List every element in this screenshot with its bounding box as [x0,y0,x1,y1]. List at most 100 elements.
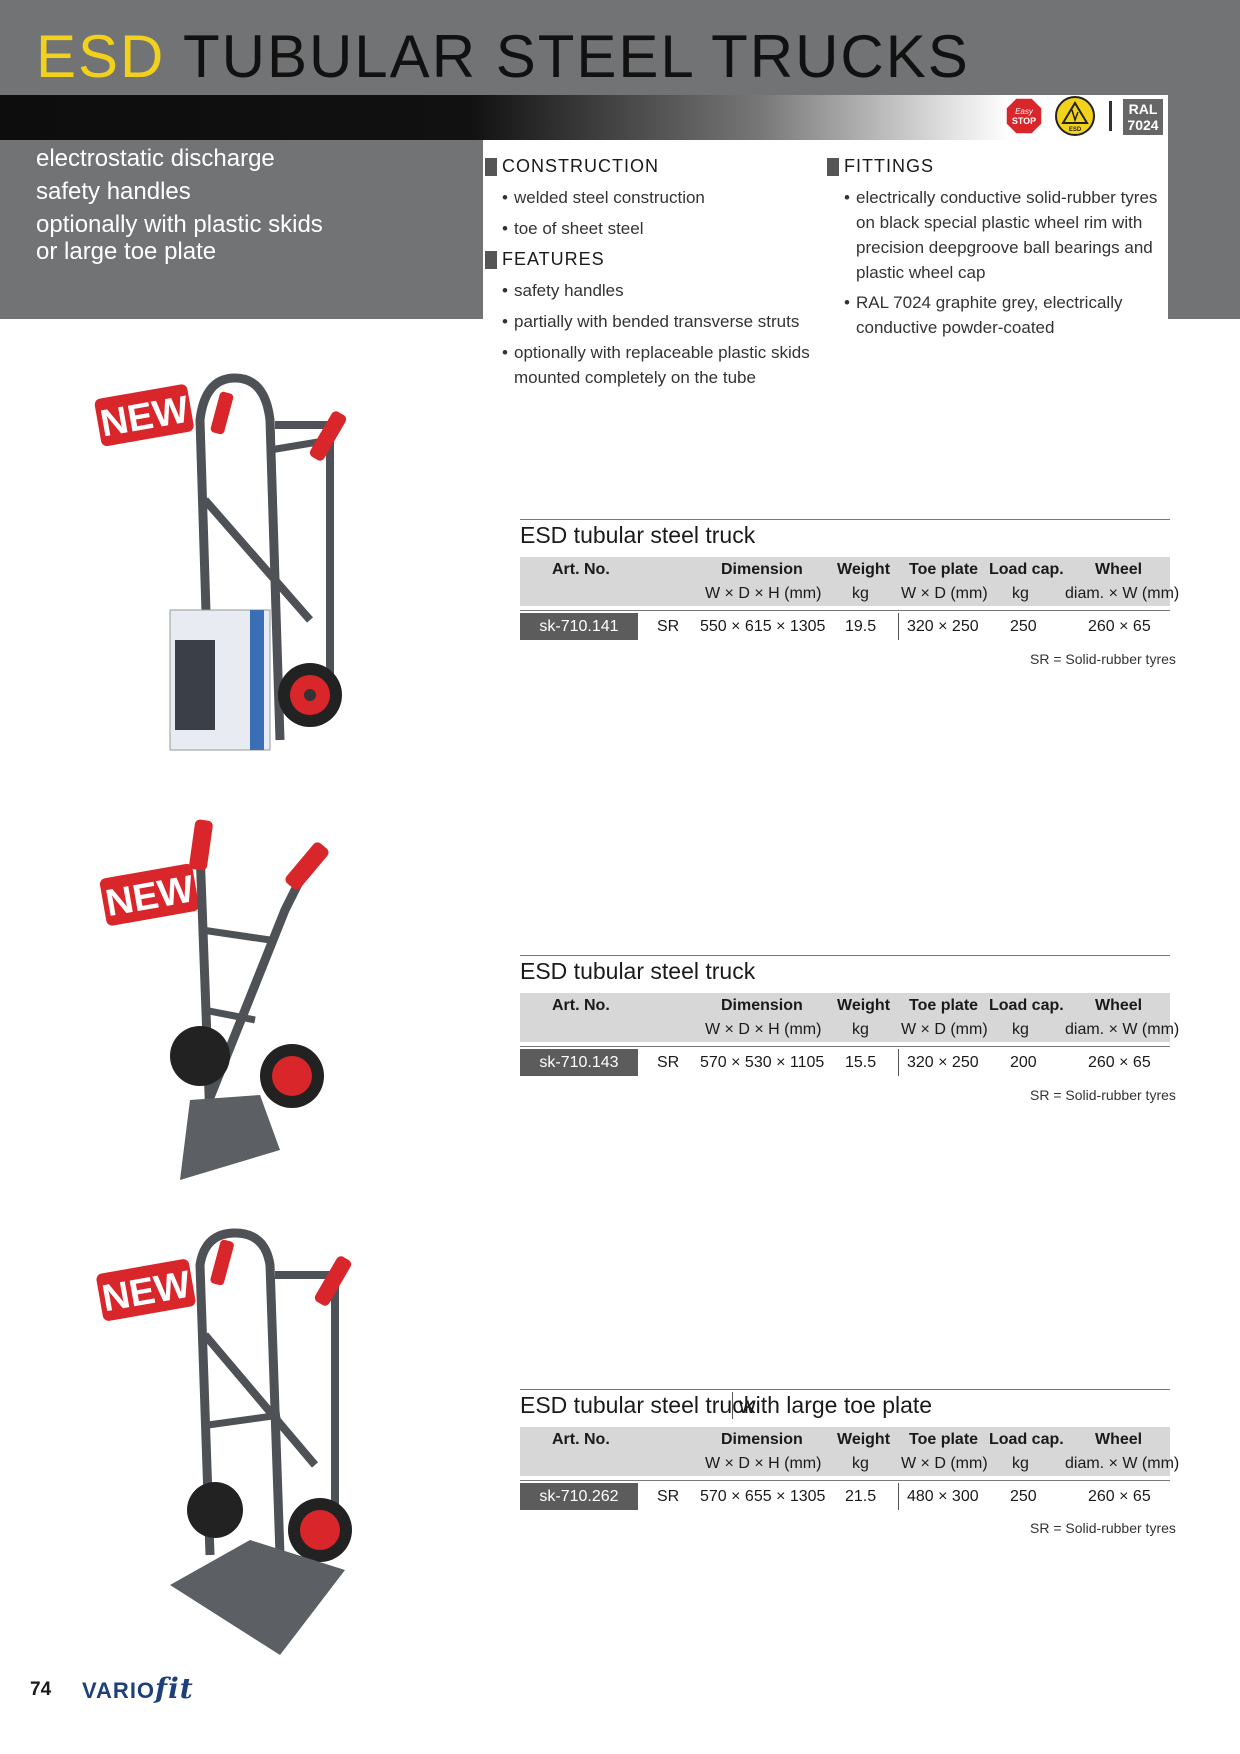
col-weight-unit: kg [852,585,869,602]
ral-code: 7024 [1127,117,1159,133]
table-header [520,993,1170,1042]
svg-text:Easy: Easy [1015,107,1034,116]
title-highlight: ESD [36,23,166,90]
tagline-1: electrostatic discharge [36,145,275,172]
col-wheel-unit: diam. × W (mm) [1065,1021,1180,1038]
col-dimension-unit: W × D × H (mm) [705,585,822,602]
tagline-panel [0,140,483,319]
fittings-item-cont: plastic wheel cap [856,263,986,282]
col-load-cap-unit: kg [1012,1021,1029,1038]
col-dimension: Dimension [721,561,803,578]
load-cap-cell: 250 [1010,1488,1037,1505]
product-image-3: NEW [96,1228,352,1655]
esd-warning-icon: ESD [1055,96,1095,136]
col-load-cap: Load cap. [989,997,1064,1014]
fittings-item-cont: precision deepgroove ball bearings and [856,238,1153,257]
fittings-heading: FITTINGS [844,156,934,176]
product-image-1: NEW [94,373,347,751]
toe-plate-cell: 320 × 250 [907,1054,979,1071]
fittings-item-cont: on black special plastic wheel rim with [856,213,1143,232]
features-item: •partially with bended transverse struts [502,312,800,331]
features-heading: FEATURES [502,249,605,269]
table-header [520,1427,1170,1476]
ral-badge: RAL 7024 [1123,99,1163,135]
fittings-item: •electrically conductive solid-rubber ty… [844,188,1158,207]
art-no-cell: sk-710.141 [520,613,638,640]
construction-heading: CONSTRUCTION [502,156,659,176]
table-note: SR = Solid-rubber tyres [1030,651,1176,667]
col-art-no: Art. No. [552,561,610,578]
row-divider [520,1046,1170,1047]
col-wheel: Wheel [1095,1431,1143,1448]
section-marker [827,158,839,176]
col-wheel: Wheel [1095,561,1143,578]
wheel-cell: 260 × 65 [1088,1488,1151,1505]
construction-item: •toe of sheet steel [502,219,644,238]
features-item-cont: mounted completely on the tube [514,368,756,387]
col-toe-plate: Toe plate [909,561,979,578]
col-weight: Weight [837,1431,891,1448]
row-divider [520,610,1170,611]
col-weight-unit: kg [852,1021,869,1038]
gradient-band [0,95,1240,140]
toe-plate-cell: 320 × 250 [907,618,979,635]
product-divider [520,955,1170,956]
table-header [520,557,1170,606]
tagline-2: safety handles [36,178,191,205]
side-panel [1168,95,1240,319]
ral-label: RAL [1128,101,1158,117]
tyre-cell: SR [657,618,680,635]
row-divider [520,1480,1170,1481]
svg-text:ESD: ESD [1069,127,1082,133]
col-toe-plate-unit: W × D (mm) [901,585,988,602]
product-title: ESD tubular steel truck [520,958,756,984]
weight-cell: 21.5 [845,1488,877,1505]
product-image-2: NEW [99,819,329,1180]
logo-fit: fit [155,1672,194,1705]
tyre-cell: SR [657,1488,680,1505]
wheel-cell: 260 × 65 [1088,1054,1151,1071]
product-divider [520,1389,1170,1390]
col-toe-plate-unit: W × D (mm) [901,1021,988,1038]
dimension-cell: 570 × 655 × 1305 [700,1488,826,1505]
tyre-cell: SR [657,1054,680,1071]
variofit-logo: VARIOfit [82,1672,194,1705]
table-note: SR = Solid-rubber tyres [1030,1087,1176,1103]
col-weight: Weight [837,997,891,1014]
col-load-cap: Load cap. [989,561,1064,578]
logo-vario: VARIO [82,1678,156,1703]
title-rest: TUBULAR STEEL TRUCKS [182,23,970,90]
cell-separator [898,1483,899,1510]
col-toe-plate: Toe plate [909,997,979,1014]
page-number: 74 [30,1679,52,1700]
product-title: ESD tubular steel truck [520,1392,756,1418]
badge-separator [1109,101,1112,131]
col-load-cap-unit: kg [1012,1455,1029,1472]
header-banner [0,0,1240,95]
section-marker [485,251,497,269]
fittings-item-cont: conductive powder-coated [856,318,1055,337]
col-dimension-unit: W × D × H (mm) [705,1021,822,1038]
cell-separator [898,1049,899,1076]
col-load-cap-unit: kg [1012,585,1029,602]
product-title: ESD tubular steel truck [520,522,756,548]
col-toe-plate: Toe plate [909,1431,979,1448]
weight-cell: 15.5 [845,1054,877,1071]
dimension-cell: 570 × 530 × 1105 [700,1054,825,1071]
page-title: ESD TUBULAR STEEL TRUCKS [36,22,970,92]
col-dimension: Dimension [721,1431,803,1448]
col-wheel-unit: diam. × W (mm) [1065,585,1180,602]
load-cap-cell: 250 [1010,618,1037,635]
tagline-4: or large toe plate [36,238,217,265]
col-weight: Weight [837,561,891,578]
art-no-cell: sk-710.262 [520,1483,638,1510]
col-load-cap: Load cap. [989,1431,1064,1448]
col-wheel-unit: diam. × W (mm) [1065,1455,1180,1472]
weight-cell: 19.5 [845,618,877,635]
features-item: •safety handles [502,281,624,300]
load-cap-cell: 200 [1010,1054,1037,1071]
col-dimension-unit: W × D × H (mm) [705,1455,822,1472]
product-subtitle: with large toe plate [732,1392,932,1419]
section-marker [485,158,497,176]
col-art-no: Art. No. [552,997,610,1014]
